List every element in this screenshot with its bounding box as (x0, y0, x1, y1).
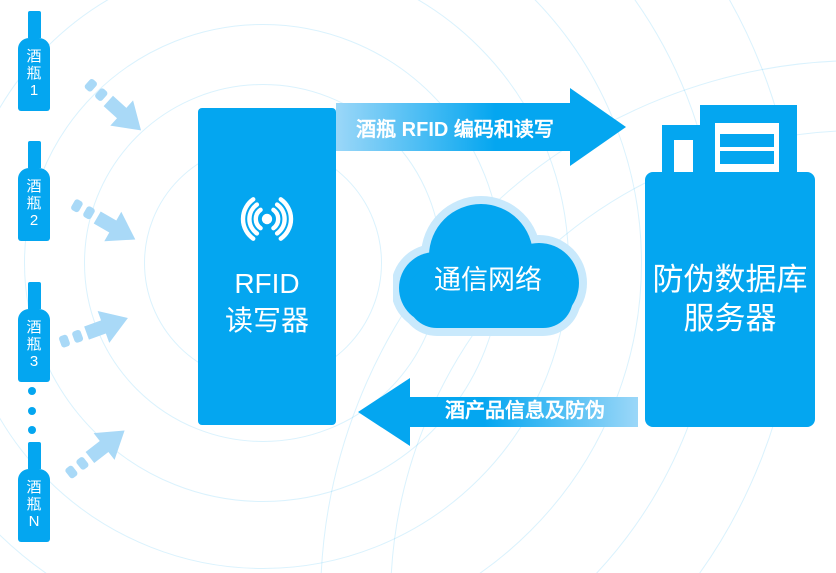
product-info-arrow-icon (358, 378, 638, 446)
read-signal-arrow-icon (59, 310, 128, 348)
product-info-arrow-label: 酒产品信息及防伪 (445, 399, 605, 422)
server-icon-window (674, 140, 693, 173)
encode-readwrite-arrow-label: 酒瓶 RFID 编码和读写 (356, 118, 554, 141)
read-signal-arrow-icon (84, 79, 142, 131)
server-icon-slot (720, 151, 774, 164)
bottle-label: 酒 瓶 1 (18, 38, 50, 111)
network-cloud-label: 通信网络 (434, 265, 542, 295)
read-signal-arrow-icon (65, 430, 125, 479)
encode-readwrite-arrow-icon (336, 88, 626, 166)
bottle-label: 酒 瓶 N (18, 469, 50, 542)
network-cloud (393, 196, 587, 336)
server-icon-panel (715, 123, 779, 173)
rfid-reader-label: RFID 读写器 (224, 268, 309, 336)
read-signal-arrow-icon (71, 199, 136, 242)
bottle-neck (27, 141, 41, 168)
rfid-signal-icon (240, 197, 294, 241)
wine-bottle: 酒 瓶 N (18, 442, 50, 542)
ellipsis-dot (28, 407, 36, 415)
wine-bottle: 酒 瓶 2 (18, 141, 50, 241)
bottle-neck (27, 442, 41, 469)
ellipsis-dot (28, 387, 36, 395)
database-server-box: 防伪数据库 服务器 (645, 172, 815, 427)
server-icon (662, 125, 700, 173)
rfid-reader-box: RFID 读写器 (198, 108, 336, 425)
server-icon-slot (720, 134, 774, 147)
bottle-label: 酒 瓶 2 (18, 168, 50, 241)
bottle-neck (27, 11, 41, 38)
database-server-label: 防伪数据库 服务器 (652, 262, 808, 336)
wine-bottle: 酒 瓶 3 (18, 282, 50, 382)
bottle-label: 酒 瓶 3 (18, 309, 50, 382)
cloud-body (399, 204, 579, 328)
server-icon (700, 105, 797, 173)
bottle-neck (27, 282, 41, 309)
ellipsis-dot (28, 426, 36, 434)
wine-bottle: 酒 瓶 1 (18, 11, 50, 111)
